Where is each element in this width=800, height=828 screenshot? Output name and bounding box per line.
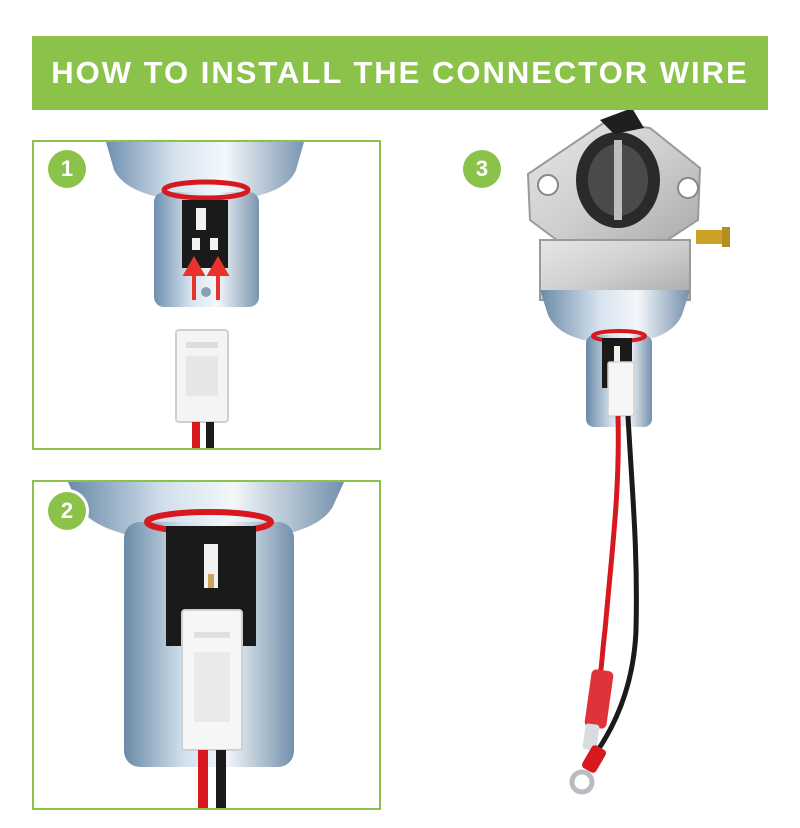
step-2-panel — [32, 480, 381, 810]
step-3-illustration — [526, 110, 730, 795]
step-1-panel — [32, 140, 381, 450]
banner-title: HOW TO INSTALL THE CONNECTOR WIRE — [51, 55, 749, 90]
step-2-illustration — [68, 482, 344, 808]
step-3-scene — [400, 110, 800, 828]
header-banner: HOW TO INSTALL THE CONNECTOR WIRE — [32, 36, 768, 110]
step-3-number: 3 — [475, 156, 489, 181]
step-1-number: 1 — [60, 156, 74, 181]
step-2-number: 2 — [60, 498, 74, 523]
step-1-illustration — [106, 142, 304, 448]
step-3-badge: 3 — [463, 150, 501, 188]
step-2-badge: 2 — [48, 492, 86, 530]
step-1-badge: 1 — [48, 150, 86, 188]
